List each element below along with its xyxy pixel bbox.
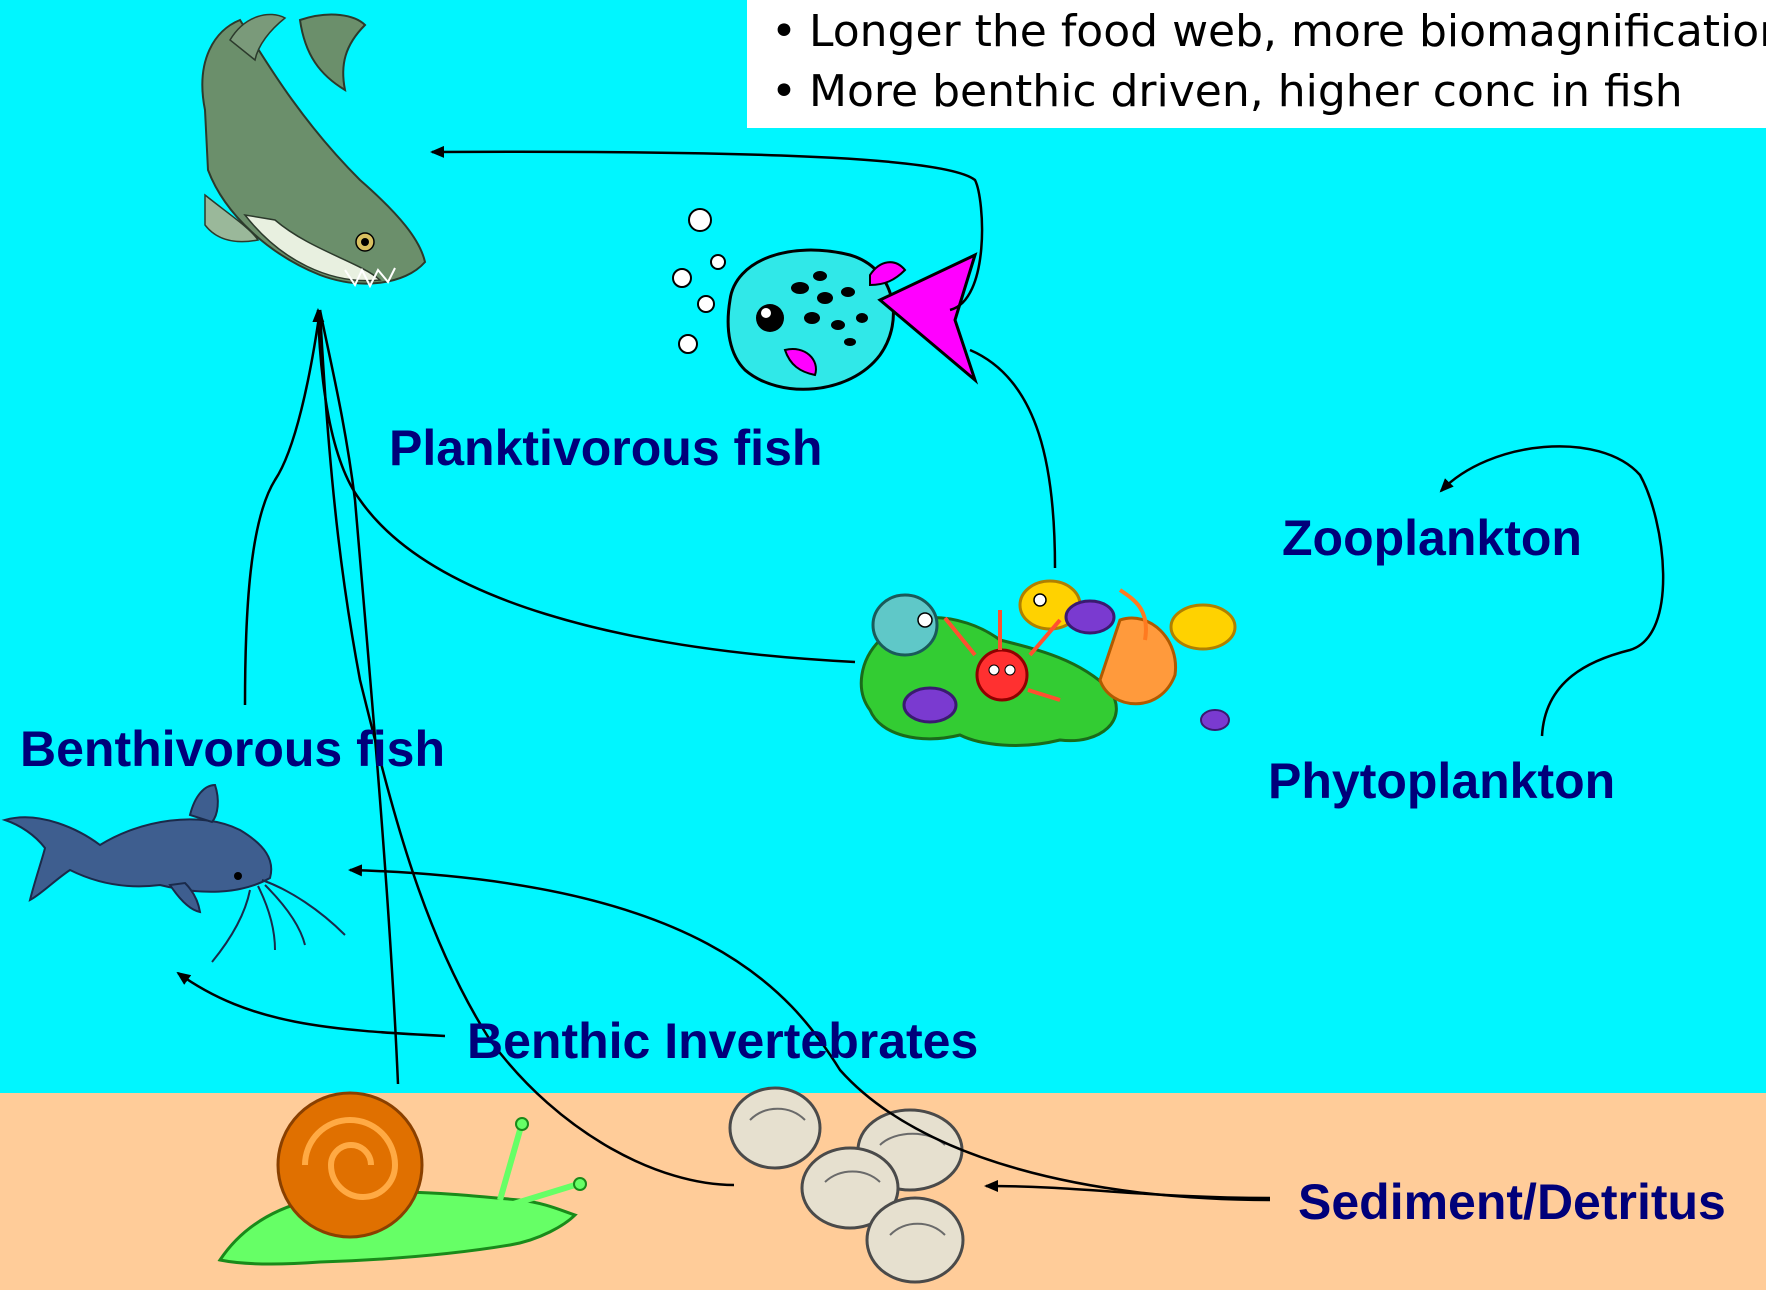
arrow-plankton-to-pufferfish <box>970 350 1055 568</box>
catfish-icon <box>5 785 345 962</box>
label-sediment-detritus: Sediment/Detritus <box>1298 1177 1726 1227</box>
label-planktivorous-fish: Planktivorous fish <box>389 423 822 473</box>
arrow-planktivorous-to-predator <box>432 152 982 310</box>
label-benthivorous-fish: Benthivorous fish <box>20 724 445 774</box>
arrow-phytoplankton-to-zooplankton <box>1441 446 1663 736</box>
arrow-benthivorous-to-predator <box>245 310 320 705</box>
label-benthic-invertebrates: Benthic Invertebrates <box>467 1016 978 1066</box>
label-phytoplankton: Phytoplankton <box>1268 756 1615 806</box>
clams-icon <box>730 1088 963 1282</box>
label-zooplankton: Zooplankton <box>1282 513 1582 563</box>
arrow-sediment-to-clams <box>986 1186 1270 1198</box>
pufferfish-icon <box>673 209 975 389</box>
arrow-invertebrates-to-benthivorous <box>178 973 445 1036</box>
snail-icon <box>220 1093 586 1264</box>
plankton-cluster-icon <box>861 581 1235 745</box>
predator-fish-icon <box>202 14 425 286</box>
